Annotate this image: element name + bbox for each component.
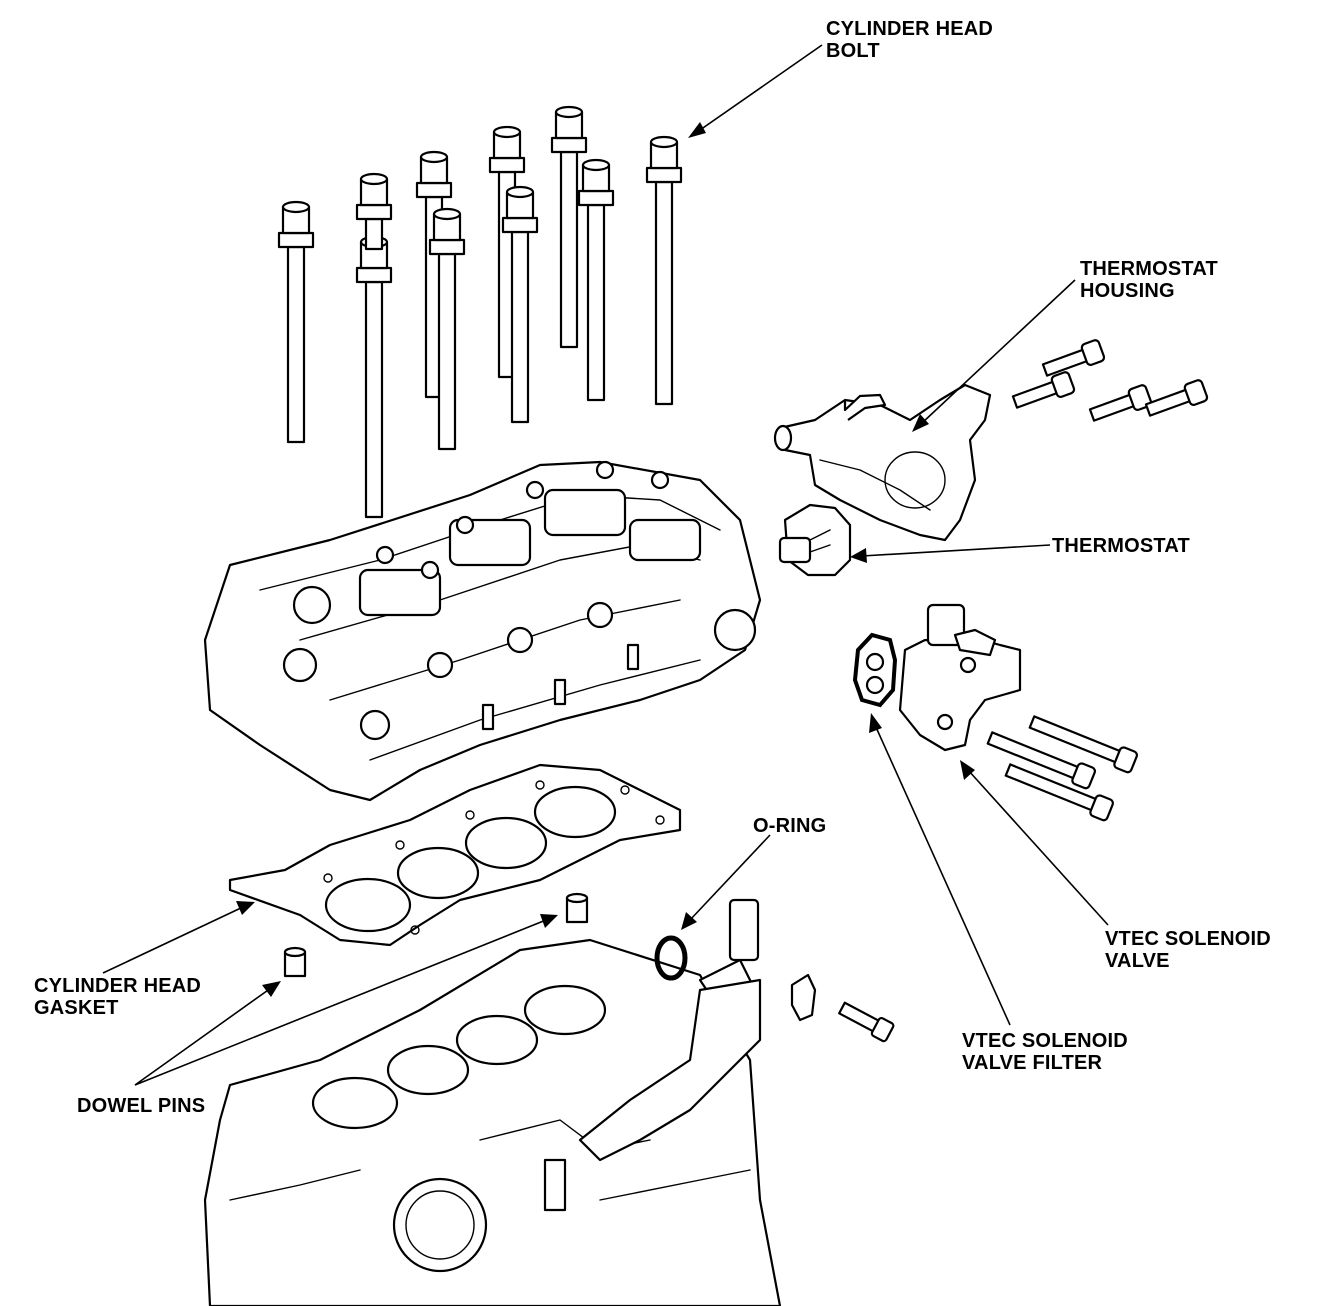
label-line: CYLINDER HEAD xyxy=(34,975,202,997)
thermostat-housing-bolts xyxy=(1011,339,1209,422)
head-bolt xyxy=(501,185,539,424)
label-line: THERMOSTAT xyxy=(1052,535,1190,557)
cylinder-head-bolts xyxy=(277,105,683,519)
vtec-solenoid-bolts xyxy=(986,715,1139,822)
label-line: VTEC SOLENOID xyxy=(1105,928,1271,950)
label-vtec-solenoid-valve: VTEC SOLENOID VALVE xyxy=(1105,928,1271,972)
head-bolt xyxy=(645,135,683,406)
cylinder-head xyxy=(203,460,762,802)
label-line: VALVE xyxy=(1105,950,1170,972)
label-thermostat-housing: THERMOSTAT HOUSING xyxy=(1080,258,1218,302)
vtec-solenoid-valve-filter xyxy=(852,632,898,708)
head-bolt xyxy=(355,172,393,251)
dowel-pin xyxy=(283,946,307,978)
label-line: CYLINDER HEAD xyxy=(826,18,994,40)
label-line: VALVE FILTER xyxy=(962,1052,1103,1074)
head-bolt xyxy=(577,158,615,402)
label-line: HOUSING xyxy=(1080,280,1175,302)
sensor-bracket xyxy=(790,973,895,1043)
vtec-solenoid-valve xyxy=(898,603,1022,752)
label-cylinder-head-bolt: CYLINDER HEAD BOLT xyxy=(826,18,993,62)
dowel-pin xyxy=(565,892,589,924)
cylinder-head-gasket xyxy=(228,763,682,947)
head-bolt xyxy=(550,105,588,349)
label-line: O-RING xyxy=(753,815,827,837)
thermostat xyxy=(778,503,852,577)
thermostat-housing xyxy=(773,383,992,542)
head-bolt xyxy=(355,235,393,519)
label-vtec-solenoid-valve-filter: VTEC SOLENOID VALVE FILTER xyxy=(962,1030,1128,1074)
head-bolt xyxy=(277,200,315,444)
o-ring xyxy=(654,935,688,981)
label-line: DOWEL PINS xyxy=(77,1095,206,1117)
label-o-ring: O-RING xyxy=(753,815,826,837)
dowel-pins xyxy=(283,892,589,978)
head-bolt xyxy=(428,207,466,451)
label-line: THERMOSTAT xyxy=(1080,258,1218,280)
label-dowel-pins: DOWEL PINS xyxy=(77,1095,205,1117)
label-line: GASKET xyxy=(34,997,119,1019)
label-line: VTEC SOLENOID xyxy=(962,1030,1128,1052)
label-cylinder-head-gasket: CYLINDER HEAD GASKET xyxy=(34,975,201,1019)
leader-lines xyxy=(102,44,1109,1086)
label-line: BOLT xyxy=(826,40,880,62)
engine-block xyxy=(203,898,782,1306)
label-thermostat: THERMOSTAT xyxy=(1052,535,1190,557)
